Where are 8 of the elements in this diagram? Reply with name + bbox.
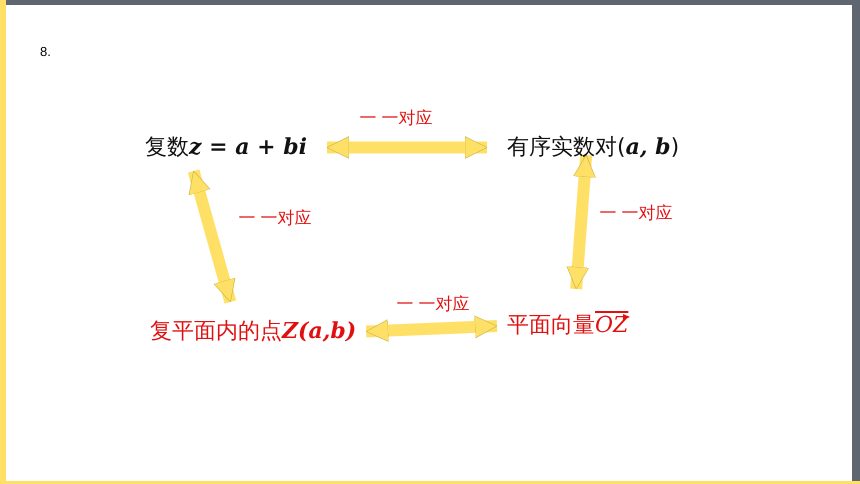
concept-text: 有序实数对(a, b)	[507, 132, 680, 163]
double-arrow	[326, 136, 488, 159]
double-arrow	[188, 169, 236, 304]
concept-text: 复平面内的点Z(a,b)	[150, 316, 356, 347]
double-arrow	[566, 154, 596, 290]
concept-text: 复数z = a + bi	[145, 132, 307, 163]
question-number: 8.	[40, 44, 51, 59]
double-arrow	[366, 316, 498, 342]
